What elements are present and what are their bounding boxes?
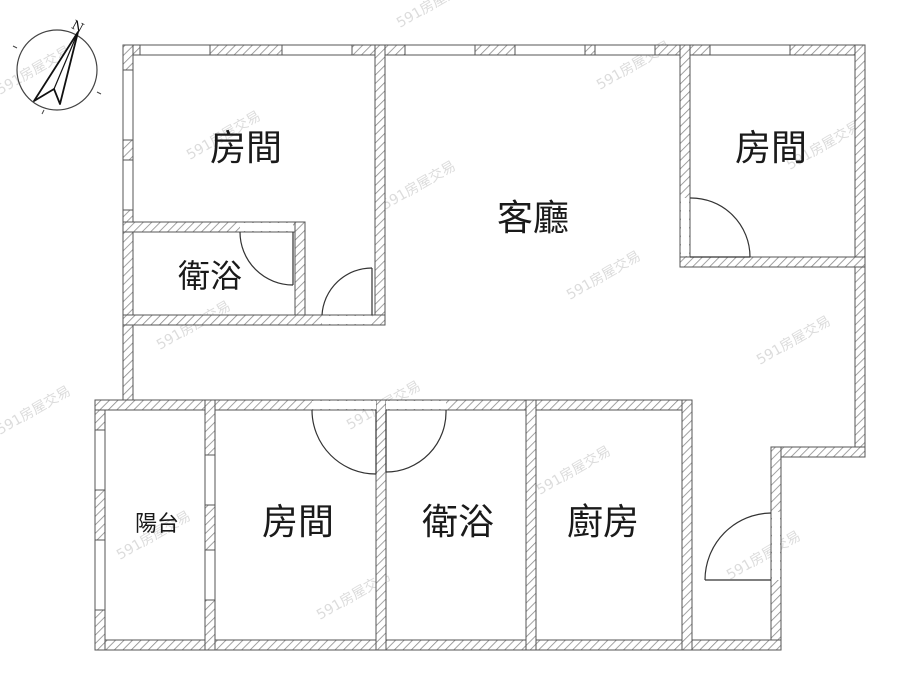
room-label-kitchen: 廚房: [567, 502, 639, 543]
doors: [239, 197, 772, 581]
watermark: 591房屋交易: [0, 382, 74, 438]
door-bedroom-bottom: [311, 409, 377, 475]
door-bath-lower: [385, 409, 447, 473]
room-label-bathroom-upper: 衛浴: [178, 257, 242, 295]
door-gaps: [240, 198, 780, 580]
watermark: 591房屋交易: [534, 442, 614, 498]
room-label-bedroom-bottom: 房間: [262, 502, 334, 543]
watermark: 591房屋交易: [379, 157, 459, 213]
room-label-living-room: 客廳: [497, 198, 569, 239]
room-label-bedroom-top-right: 房間: [735, 128, 807, 169]
watermark: 591房屋交易: [754, 312, 834, 368]
door-bedroom-top-right: [689, 197, 751, 258]
windows: [94, 44, 791, 611]
room-label-balcony: 陽台: [135, 512, 179, 537]
walls: [94, 44, 866, 651]
room-label-bathroom-lower: 衛浴: [422, 502, 494, 543]
compass-ring: [16, 29, 98, 111]
room-label-bedroom-top-left: 房間: [210, 128, 282, 169]
room-labels: 房間 房間 客廳 衛浴 陽台 房間 衛浴 廚房: [135, 128, 807, 543]
watermark: 591房屋交易: [724, 527, 804, 583]
door-bath-upper: [239, 231, 294, 286]
watermark: 591房屋交易: [564, 247, 644, 303]
door-entrance: [704, 512, 772, 581]
compass-north-label: N: [69, 18, 86, 37]
watermark: 591房屋交易: [394, 0, 474, 31]
door-bedroom-top-left: [321, 267, 373, 316]
